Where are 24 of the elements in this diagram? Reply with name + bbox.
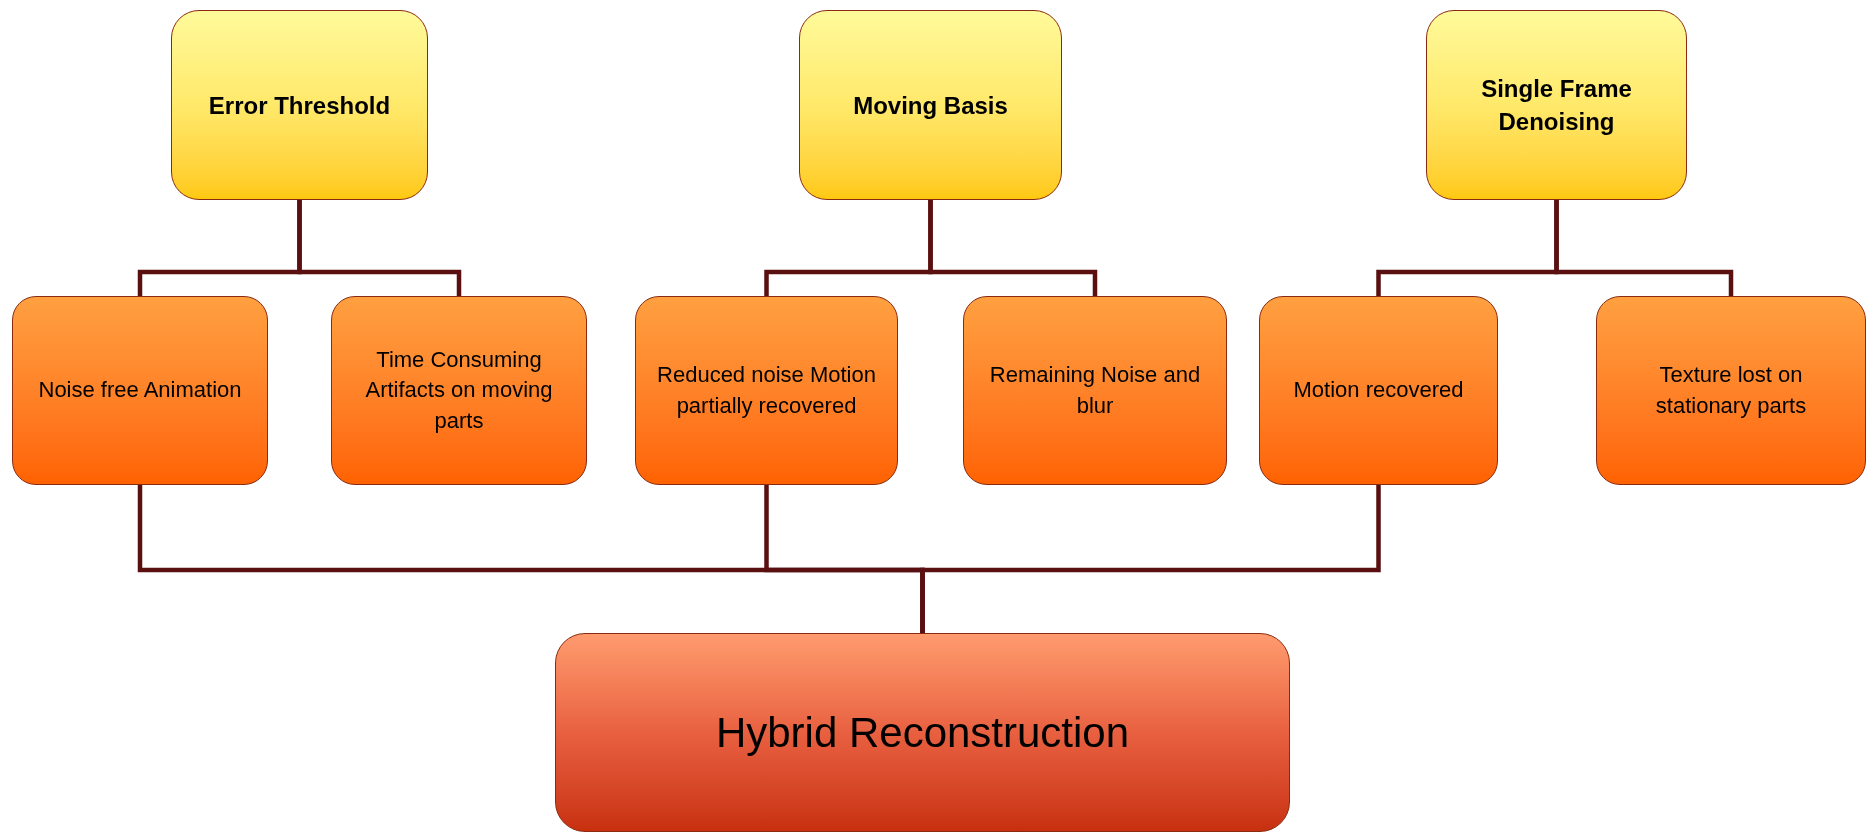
box-label: Moving Basis [853, 90, 1008, 121]
box-label: Hybrid Reconstruction [715, 707, 1130, 758]
box-label: Time Consuming Artifacts on moving parts [364, 346, 554, 435]
outcome-box [963, 296, 1227, 485]
connector-line [928, 200, 1098, 296]
outcome-box [635, 296, 898, 485]
outcome-box [331, 296, 587, 485]
box-label: Single Frame Denoising [1480, 74, 1633, 137]
box-label: Texture lost on stationary parts [1654, 361, 1808, 420]
box-label: Error Threshold [208, 90, 391, 121]
connector-line [297, 200, 462, 296]
box-label: Remaining Noise and blur [988, 361, 1202, 420]
box-label: Reduced noise Motion partially recovered [656, 361, 877, 420]
outcome-box [1596, 296, 1866, 485]
method-box [1426, 10, 1687, 200]
outcome-box [1259, 296, 1498, 485]
result-box [555, 633, 1290, 832]
connector-line [1554, 200, 1734, 296]
box-label: Noise free Animation [38, 376, 242, 405]
outcome-box [12, 296, 268, 485]
method-box [799, 10, 1062, 200]
box-label: Motion recovered [1293, 376, 1464, 405]
connector-line [920, 485, 1381, 633]
method-box [171, 10, 428, 200]
